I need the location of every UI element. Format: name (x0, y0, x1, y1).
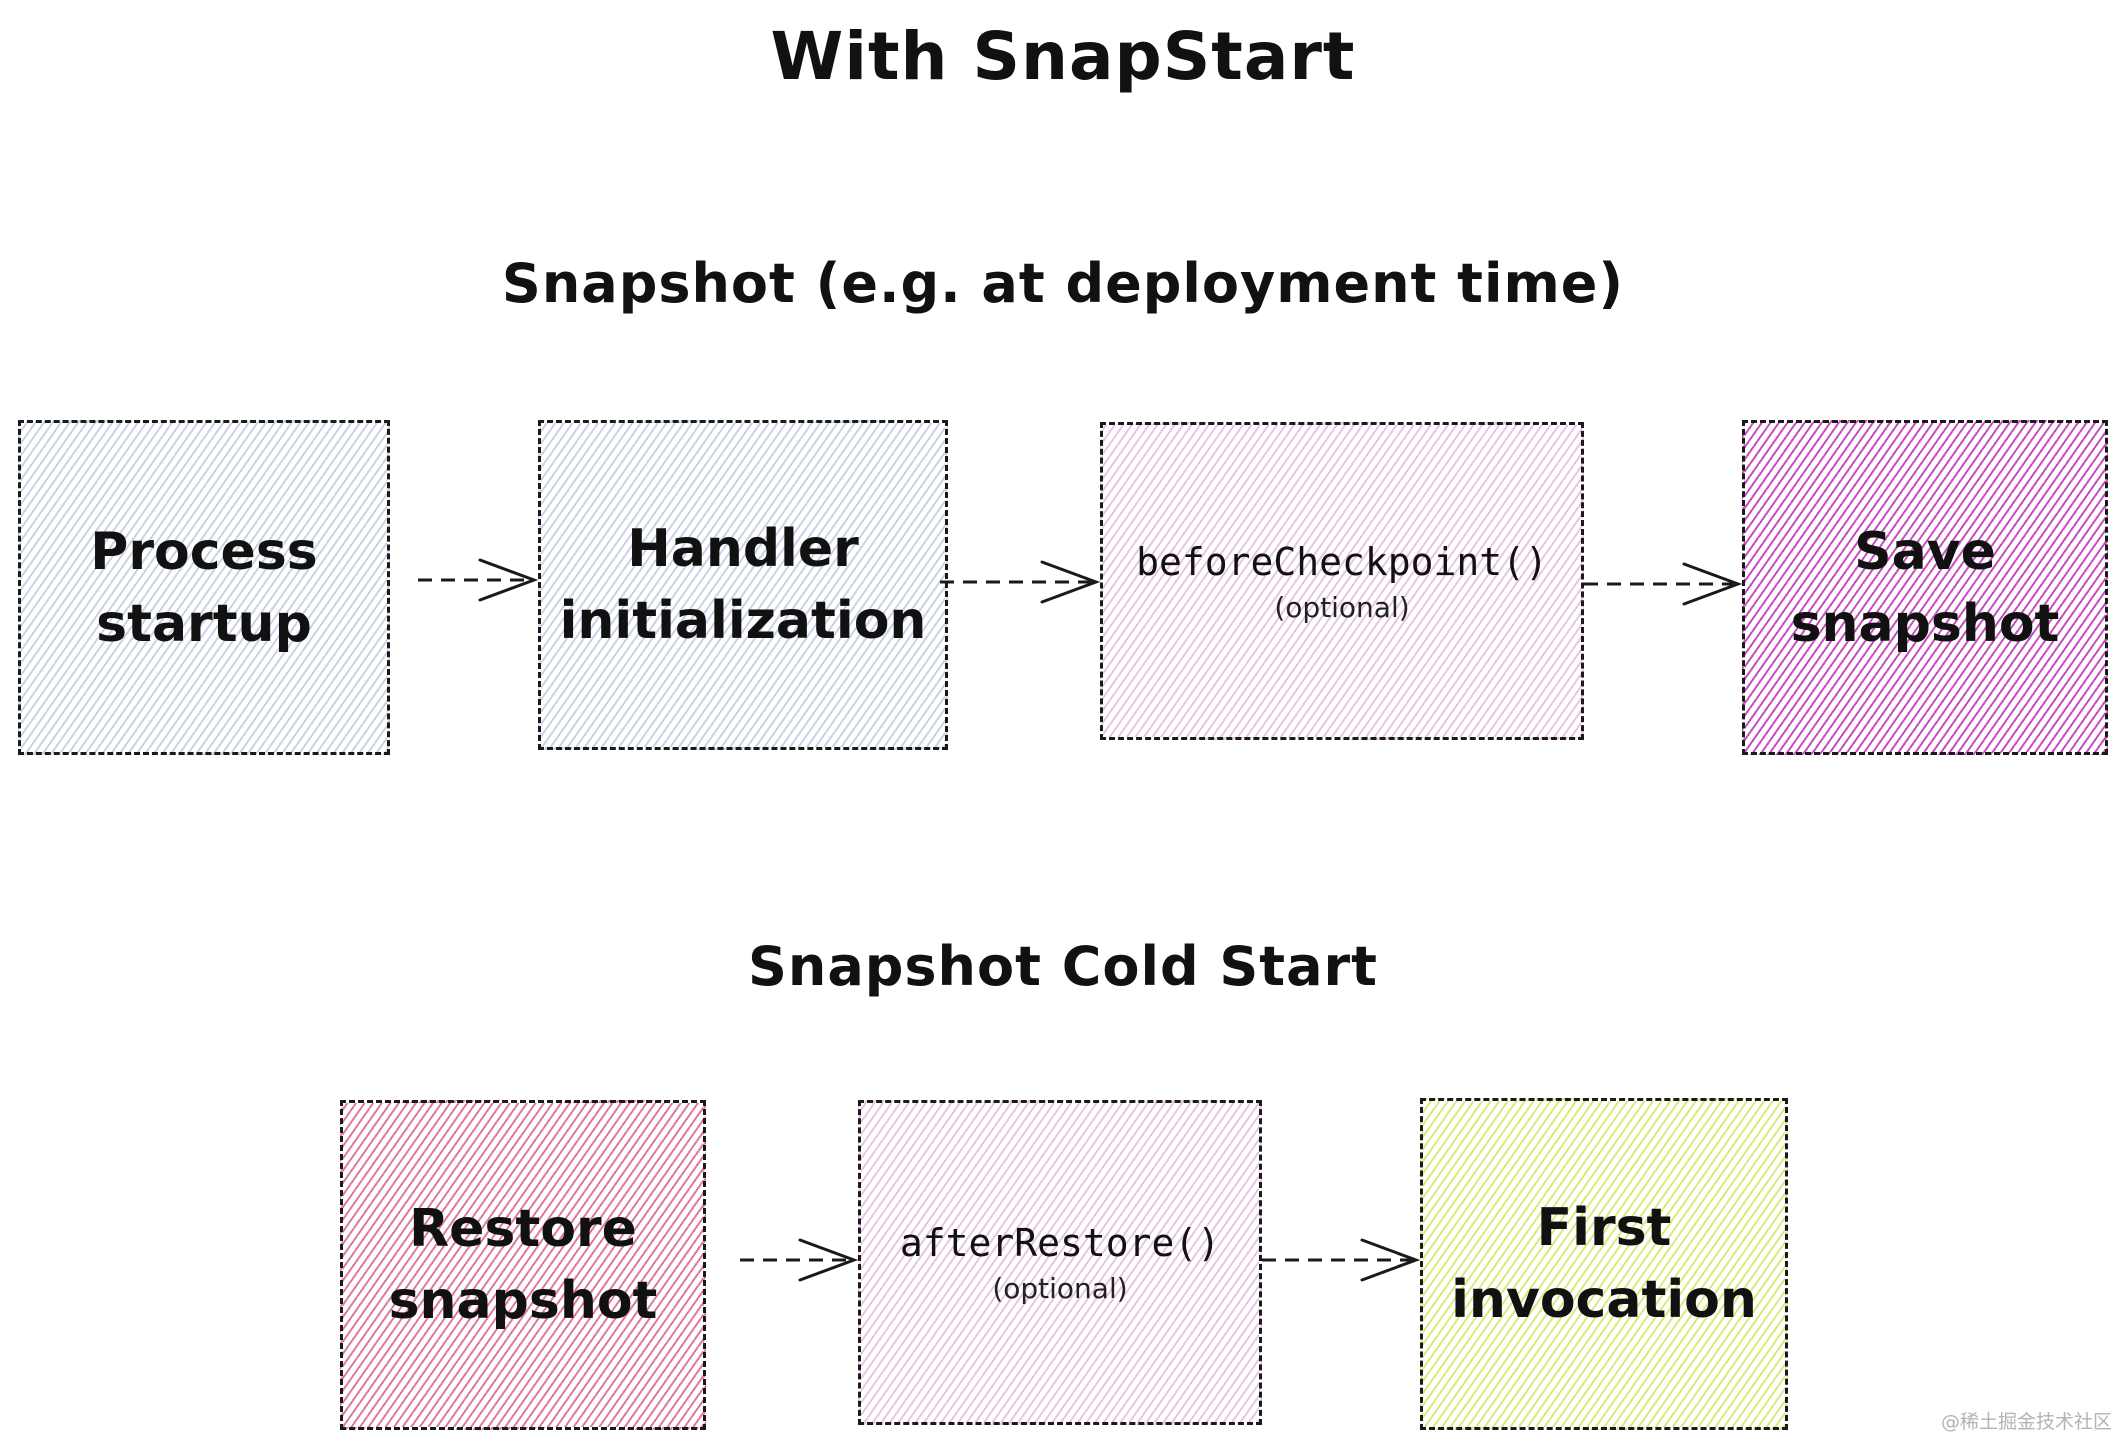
step-before-checkpoint: beforeCheckpoint() (optional) (1100, 422, 1584, 740)
step-first-invocation: First invocation (1420, 1098, 1788, 1430)
watermark: @稀土掘金技术社区 (1940, 1411, 2112, 1433)
step-save-snapshot: Save snapshot (1742, 420, 2108, 755)
arrowhead (1040, 560, 1101, 604)
step-label: Process startup (90, 521, 318, 654)
step-note: (optional) (1274, 590, 1410, 624)
arrowhead (798, 1238, 859, 1282)
section-title-cold-start: Snapshot Cold Start (747, 935, 1378, 998)
step-after-restore: afterRestore() (optional) (858, 1100, 1262, 1425)
step-label: First invocation (1451, 1198, 1757, 1330)
arrowhead (1360, 1238, 1421, 1282)
arrowhead (1682, 562, 1743, 606)
step-note: (optional) (992, 1272, 1128, 1305)
step-process-startup: Process startup (18, 420, 390, 755)
step-label: Handler initialization (559, 519, 927, 651)
arrowhead (478, 558, 539, 602)
step-label: beforeCheckpoint() (1136, 539, 1548, 584)
step-label: afterRestore() (899, 1221, 1221, 1265)
step-label: Restore snapshot (388, 1199, 658, 1331)
section-title-snapshot: Snapshot (e.g. at deployment time) (501, 252, 1625, 315)
step-label: Save snapshot (1790, 521, 2060, 654)
step-restore-snapshot: Restore snapshot (340, 1100, 706, 1430)
diagram-title: With SnapStart (770, 18, 1356, 95)
step-handler-initialization: Handler initialization (538, 420, 948, 750)
